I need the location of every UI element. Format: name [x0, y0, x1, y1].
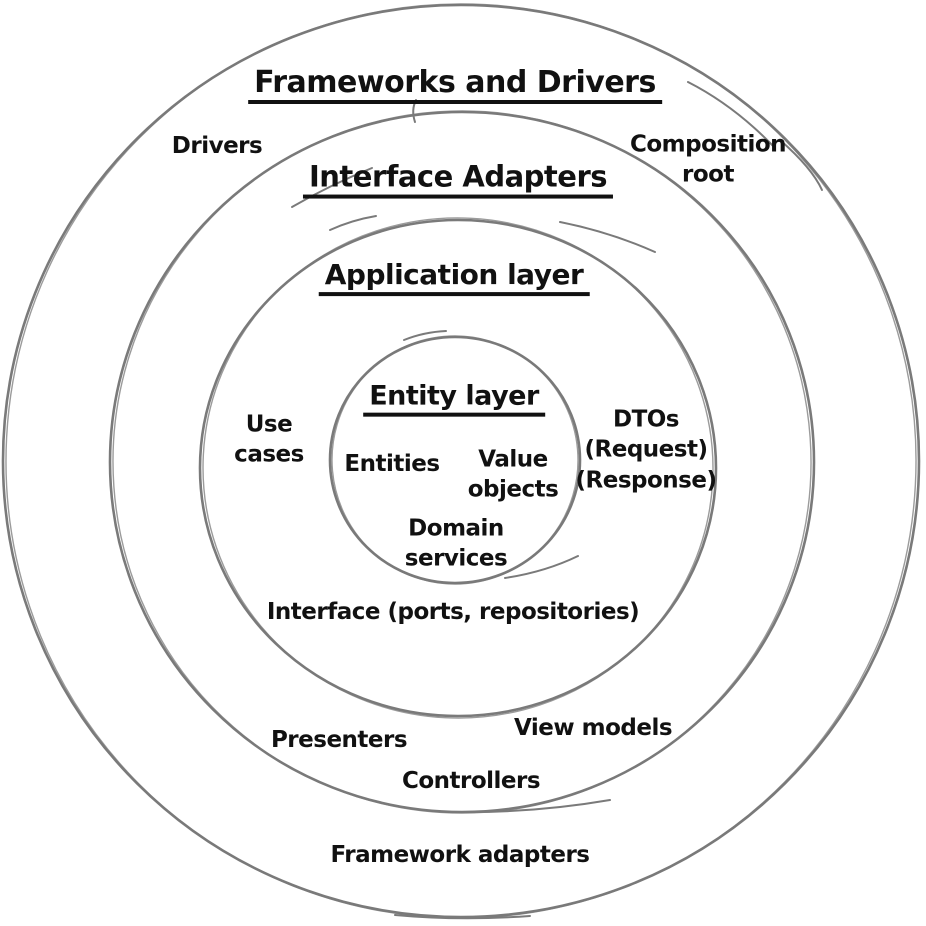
entity-layer-circle — [328, 335, 582, 585]
interface-adapters-circle — [108, 110, 816, 814]
use-cases-label: Use cases — [234, 411, 304, 468]
sketch-pen-marks — [291, 81, 823, 920]
application-layer-circle — [198, 218, 718, 718]
framework-adapters-label: Framework adapters — [330, 841, 590, 868]
outer-ring-circle — [1, 3, 921, 919]
pen-mark — [779, 139, 823, 191]
dtos-label: DTOs (Request) (Response) — [575, 406, 717, 494]
pen-mark — [403, 330, 447, 341]
pen-mark — [469, 799, 611, 813]
frameworks-drivers-title: Frameworks and Drivers — [248, 66, 662, 104]
entity-layer-sketch-pass — [331, 335, 579, 585]
application-layer-sketch-pass — [202, 217, 714, 719]
application-layer-title: Application layer — [318, 259, 590, 296]
pen-mark — [559, 221, 656, 253]
entity-layer-title: Entity layer — [363, 381, 545, 417]
pen-mark — [394, 914, 531, 920]
composition-root-label: Composition root — [629, 131, 787, 188]
drivers-label: Drivers — [171, 132, 263, 159]
pen-mark — [504, 555, 579, 579]
presenters-label: Presenters — [270, 726, 408, 753]
value-objects-label: Value objects — [467, 446, 559, 503]
pen-mark — [291, 167, 373, 208]
entities-label: Entities — [344, 450, 440, 477]
controllers-label: Controllers — [401, 767, 541, 794]
view-models-label: View models — [513, 714, 673, 741]
pen-mark — [687, 81, 776, 149]
interface-adapters-title: Interface Adapters — [302, 161, 614, 199]
domain-services-label: Domain services — [404, 515, 508, 572]
interface-ports-label: Interface (ports, repositories) — [266, 598, 640, 625]
pen-mark — [329, 215, 377, 231]
